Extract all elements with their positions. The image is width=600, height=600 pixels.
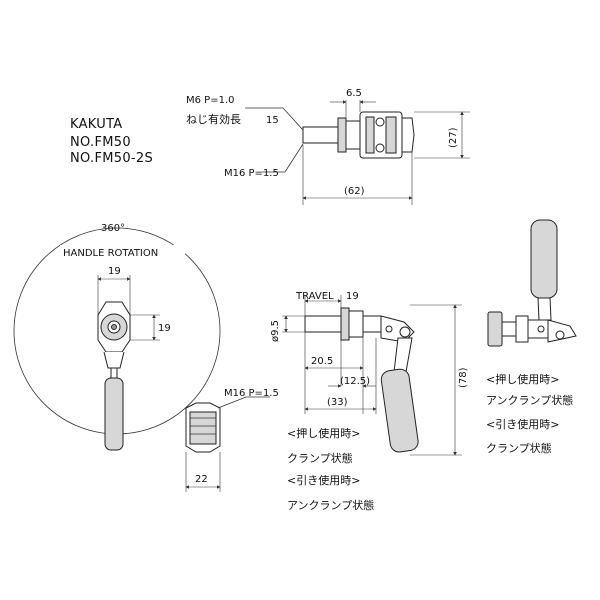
right-handle-grip	[530, 219, 558, 299]
rotation-angle-label: 360°	[101, 223, 125, 234]
nut-view: M16 P=1.5 22	[185, 388, 279, 492]
top-pin-upper	[375, 117, 385, 127]
rotation-yoke	[103, 351, 125, 369]
leader-m16	[262, 143, 304, 173]
rotation-label: HANDLE ROTATION	[63, 248, 158, 259]
dim-total-label: (62)	[344, 186, 365, 197]
thread-length-label: ねじ有効長	[186, 112, 241, 126]
right-pivot	[555, 330, 565, 340]
top-nut-flange	[345, 120, 361, 150]
dim-height-label: (27)	[448, 127, 459, 148]
nut-dim-width: 22	[195, 474, 208, 485]
side-note-2: クランプ状態	[287, 451, 353, 465]
side-body	[362, 315, 382, 333]
side-dia-label: ø9.5	[270, 320, 281, 342]
model-label-2: NO.FM50-2S	[70, 151, 153, 166]
side-note-4: アンクランプ状態	[287, 498, 374, 512]
rotation-dim-height: 19	[158, 323, 171, 334]
rotation-dim-width: 19	[108, 266, 121, 277]
travel-label: TRAVEL	[295, 291, 334, 302]
side-handle-grip	[380, 368, 419, 453]
dim-head-label: 6.5	[346, 88, 362, 99]
top-body-link-2	[385, 116, 397, 154]
top-view: M6 P=1.0 ねじ有効長 15 M16 P=1.5 6.5 (27) (62…	[186, 88, 470, 205]
nut-thread-label: M16 P=1.5	[224, 388, 279, 399]
model-label-1: NO.FM50	[70, 135, 131, 150]
side-nut-flange	[348, 310, 364, 338]
thread-length-value: 15	[266, 115, 279, 126]
top-hex-nut	[337, 117, 347, 153]
side-note-1: <押し使用時>	[287, 426, 360, 440]
top-pin-lower	[375, 143, 385, 153]
rotation-view: 360° HANDLE ROTATION 19 19	[13, 223, 221, 451]
side-plunger	[304, 315, 342, 333]
right-note-3: <引き使用時>	[486, 417, 559, 431]
right-nut-flange	[515, 315, 529, 343]
side-note-3: <引き使用時>	[287, 473, 360, 487]
dim-78-label: (78)	[458, 367, 469, 388]
top-body-link	[365, 116, 375, 154]
right-hex-nut	[487, 311, 503, 347]
thread-small-label: M6 P=1.0	[186, 95, 234, 106]
right-plunger	[501, 321, 517, 337]
top-threaded-stem	[302, 126, 339, 144]
nut-leader	[217, 396, 270, 409]
right-view: <押し使用時> アンクランプ状態 <引き使用時> クランプ状態	[486, 219, 577, 455]
dim-12-5-label: (12.5)	[340, 376, 370, 387]
side-hex-nut	[340, 307, 350, 341]
nut-thread	[189, 411, 217, 445]
leader-m6	[245, 107, 304, 131]
right-note-1: <押し使用時>	[486, 372, 559, 386]
dim-33-label: (33)	[327, 397, 348, 408]
maker-label: KAKUTA	[70, 117, 123, 132]
side-view: TRAVEL 19 ø9.5 20.5 (12.5) (33) (78) <押し…	[270, 291, 469, 512]
thread-large-label: M16 P=1.5	[224, 168, 279, 179]
side-pivot	[399, 326, 411, 338]
right-handle-arm	[537, 297, 552, 321]
travel-value: 19	[346, 291, 359, 302]
right-note-4: クランプ状態	[486, 441, 552, 455]
side-handle-arm	[393, 337, 413, 373]
right-note-2: アンクランプ状態	[486, 393, 573, 407]
rotation-handle-grip	[104, 377, 124, 451]
dim-20-5-label: 20.5	[311, 356, 333, 367]
title-block: KAKUTA NO.FM50 NO.FM50-2S	[70, 117, 153, 166]
top-body-end	[401, 117, 415, 153]
